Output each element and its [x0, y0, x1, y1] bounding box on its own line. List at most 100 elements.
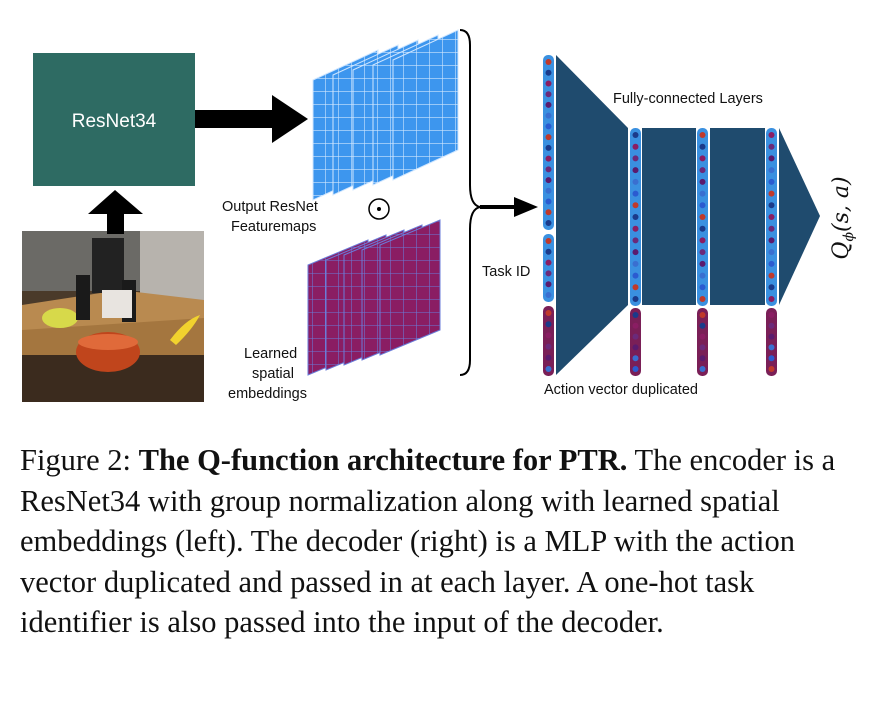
input-columns	[543, 55, 777, 376]
hidden-layer-column-3-dot	[768, 225, 775, 232]
caption-title: The Q-function architecture for PTR.	[138, 443, 628, 477]
q-function-label: Qϕ(s, a)	[829, 176, 857, 259]
duplicated-action-column-3-dot	[768, 312, 775, 318]
resnet34-box	[33, 53, 195, 186]
hidden-layer-column-2-dot	[699, 202, 706, 209]
hidden-layer-column-2-dot	[699, 237, 706, 244]
action-input-column-dot	[545, 343, 552, 350]
action-input-column	[543, 306, 554, 376]
action-input-column-dot	[545, 354, 552, 361]
duplicated-action-column-1-dot	[632, 322, 639, 329]
hidden-layer-column-1-dot	[632, 155, 639, 162]
hidden-layer-column-1-dot	[632, 284, 639, 291]
hidden-layer-column-3-dot	[768, 202, 775, 209]
hidden-layer-column-2-dot	[699, 272, 706, 279]
task-id-column-dot	[545, 292, 552, 298]
hidden-layer-column-3-dot	[768, 296, 775, 302]
action-input-column-dot	[545, 310, 552, 316]
duplicated-action-column-3-dot	[768, 322, 775, 329]
architecture-figure: ResNet34 Output ResNet Featuremaps	[22, 29, 857, 402]
hidden-layer-column-2-dot	[699, 155, 706, 162]
duplicated-action-column-2-dot	[699, 355, 706, 362]
hidden-layer-column-2-dot	[699, 143, 706, 150]
featuremap-input-column-dot	[545, 198, 552, 205]
spatial-embeddings-stack	[307, 219, 441, 376]
featuremap-input-column-dot	[545, 69, 552, 76]
duplicated-action-column-3	[766, 308, 777, 376]
duplicated-action-column-2	[697, 308, 708, 376]
featuremaps-label-line2: Featuremaps	[231, 219, 316, 235]
hidden-layer-column-1-dot	[632, 272, 639, 279]
hidden-layer-column-1-dot	[632, 178, 639, 185]
featuremap-input-column	[543, 55, 554, 230]
hidden-layer-column-3-dot	[768, 132, 775, 138]
duplicated-action-column-2-dot	[699, 344, 706, 351]
brace-to-decoder-arrow	[480, 197, 538, 217]
hidden-layer-column-3-dot	[768, 249, 775, 256]
hidden-layer-column-3-dot	[768, 143, 775, 150]
featuremap-input-column-dot	[545, 101, 552, 108]
hidden-layer-column-3-dot	[768, 155, 775, 162]
action-input-column-dot	[545, 332, 552, 339]
duplicated-action-column-1-dot	[632, 333, 639, 340]
resnet34-label: ResNet34	[72, 111, 157, 132]
hidden-layer-column-1-dot	[632, 296, 639, 302]
curly-brace	[459, 29, 481, 376]
embeddings-label-line2: spatial	[252, 366, 294, 382]
hidden-layer-column-2-dot	[699, 167, 706, 174]
action-vector-label: Action vector duplicated	[544, 382, 698, 398]
task-id-column-dot	[545, 238, 552, 244]
hidden-layer-column-1-dot	[632, 167, 639, 174]
hidden-layer-column-2-dot	[699, 296, 706, 302]
featuremap-input-column-dot	[545, 144, 552, 151]
svg-text:Qϕ(s, a): Qϕ(s, a)	[829, 176, 857, 259]
elementwise-product-symbol	[368, 198, 390, 220]
figure-caption: Figure 2: The Q-function architecture fo…	[20, 440, 856, 643]
decoder-layers	[556, 55, 820, 375]
hidden-layer-column-2-dot	[699, 260, 706, 267]
duplicated-action-column-3-dot	[768, 355, 775, 362]
featuremap-input-column-dot	[545, 209, 552, 216]
hidden-layer-column-3-dot	[768, 214, 775, 220]
hidden-layer-column-1-dot	[632, 190, 639, 197]
task-id-column	[543, 234, 554, 302]
hidden-layer-column-1-dot	[632, 249, 639, 256]
duplicated-action-column-1-dot	[632, 312, 639, 318]
hidden-layer-column-1-dot	[632, 132, 639, 138]
duplicated-action-column-3-dot	[768, 344, 775, 351]
task-id-column-dot	[545, 248, 552, 255]
featuremap-input-column-dot	[545, 112, 552, 119]
action-input-column-dot	[545, 366, 552, 372]
duplicated-action-column-3-dot	[768, 333, 775, 340]
duplicated-action-column-3-dot	[768, 366, 775, 372]
task-id-label: Task ID	[482, 264, 530, 280]
featuremap-input-column-dot	[545, 166, 552, 173]
featuremap-input-column-dot	[545, 91, 552, 98]
hidden-layer-column-2-dot	[699, 249, 706, 256]
fc-layers-label: Fully-connected Layers	[613, 91, 763, 107]
hidden-layer-column-1-dot	[632, 214, 639, 220]
caption-text: The encoder is a ResNet34 with group nor…	[20, 443, 836, 639]
duplicated-action-column-2-dot	[699, 312, 706, 318]
featuremap-input-column-dot	[545, 80, 552, 87]
task-id-column-dot	[545, 270, 552, 277]
featuremap-input-column-dot	[545, 123, 552, 130]
duplicated-action-column-1-dot	[632, 355, 639, 362]
task-id-column-dot	[545, 259, 552, 266]
duplicated-action-column-2-dot	[699, 322, 706, 329]
hidden-layer-column-3-dot	[768, 237, 775, 244]
duplicated-action-column-1-dot	[632, 344, 639, 351]
featuremap-input-column-dot	[545, 187, 552, 194]
encoder-to-featuremaps-arrow	[195, 95, 308, 143]
hidden-layer-column-2-dot	[699, 132, 706, 138]
embeddings-label-line3: embeddings	[228, 386, 307, 402]
featuremap-input-column-dot	[545, 59, 552, 65]
featuremaps-label-line1: Output ResNet	[222, 199, 318, 215]
hidden-layer-column-2-dot	[699, 190, 706, 197]
featuremap-input-column-dot	[545, 134, 552, 141]
hidden-layer-column-1-dot	[632, 143, 639, 150]
hidden-layer-column-1-dot	[632, 260, 639, 267]
duplicated-action-column-1-dot	[632, 366, 639, 372]
hidden-layer-column-3-dot	[768, 272, 775, 279]
featuremaps-stack	[312, 29, 459, 201]
